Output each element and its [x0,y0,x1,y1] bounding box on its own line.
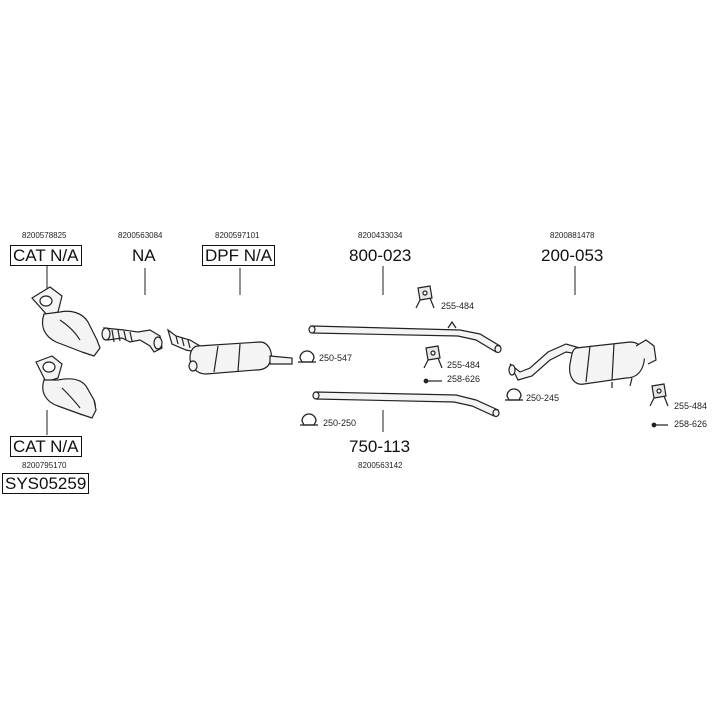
bolt-b-part [651,422,668,428]
hanger-c-part [649,383,669,407]
lower-pipe-oem: 8200563142 [358,461,403,470]
hanger-a-part [415,285,435,309]
lower-pipe-code: 750-113 [349,437,411,456]
rear-muffler-part [508,339,657,388]
flex-pipe-label: NA [132,246,156,265]
flex-pipe-part [101,327,163,353]
bolt-a-part [423,378,442,384]
dpf-part [166,328,293,375]
mid-pipe-code: 800-023 [349,246,412,265]
cat-front-label: CAT N/A [10,245,82,266]
bolt-b-label: 258-626 [674,419,708,429]
clamp-b-part [300,413,318,426]
dpf-oem: 8200597101 [215,231,260,240]
system-id-label: SYS05259 [2,473,90,494]
cat-front-part [31,286,101,357]
clamp-c-part [505,388,523,401]
rear-muffler-oem: 8200881478 [550,231,595,240]
cat-lower-oem: 8200795170 [22,461,67,470]
cat-front-oem: 8200578825 [22,231,67,240]
cat-lower-part [35,355,97,419]
rear-muffler-code: 200-053 [541,246,604,265]
hanger-a-label: 255-484 [441,301,475,311]
clamp-a-label: 250-547 [319,353,353,363]
lower-pipe-part [312,391,500,418]
mid-pipe-oem: 8200433034 [358,231,403,240]
cat-lower-label: CAT N/A [10,436,82,457]
hanger-b-label: 255-484 [447,360,481,370]
clamp-b-label: 250-250 [323,418,357,428]
clamp-c-label: 250-245 [526,393,560,403]
hanger-c-label: 255-484 [674,401,708,411]
bolt-a-label: 258-626 [447,374,481,384]
dpf-label: DPF N/A [202,245,276,266]
mid-pipe-part [308,320,502,354]
clamp-a-part [298,350,316,363]
flex-pipe-oem: 8200563084 [118,231,163,240]
hanger-b-part [423,345,443,369]
